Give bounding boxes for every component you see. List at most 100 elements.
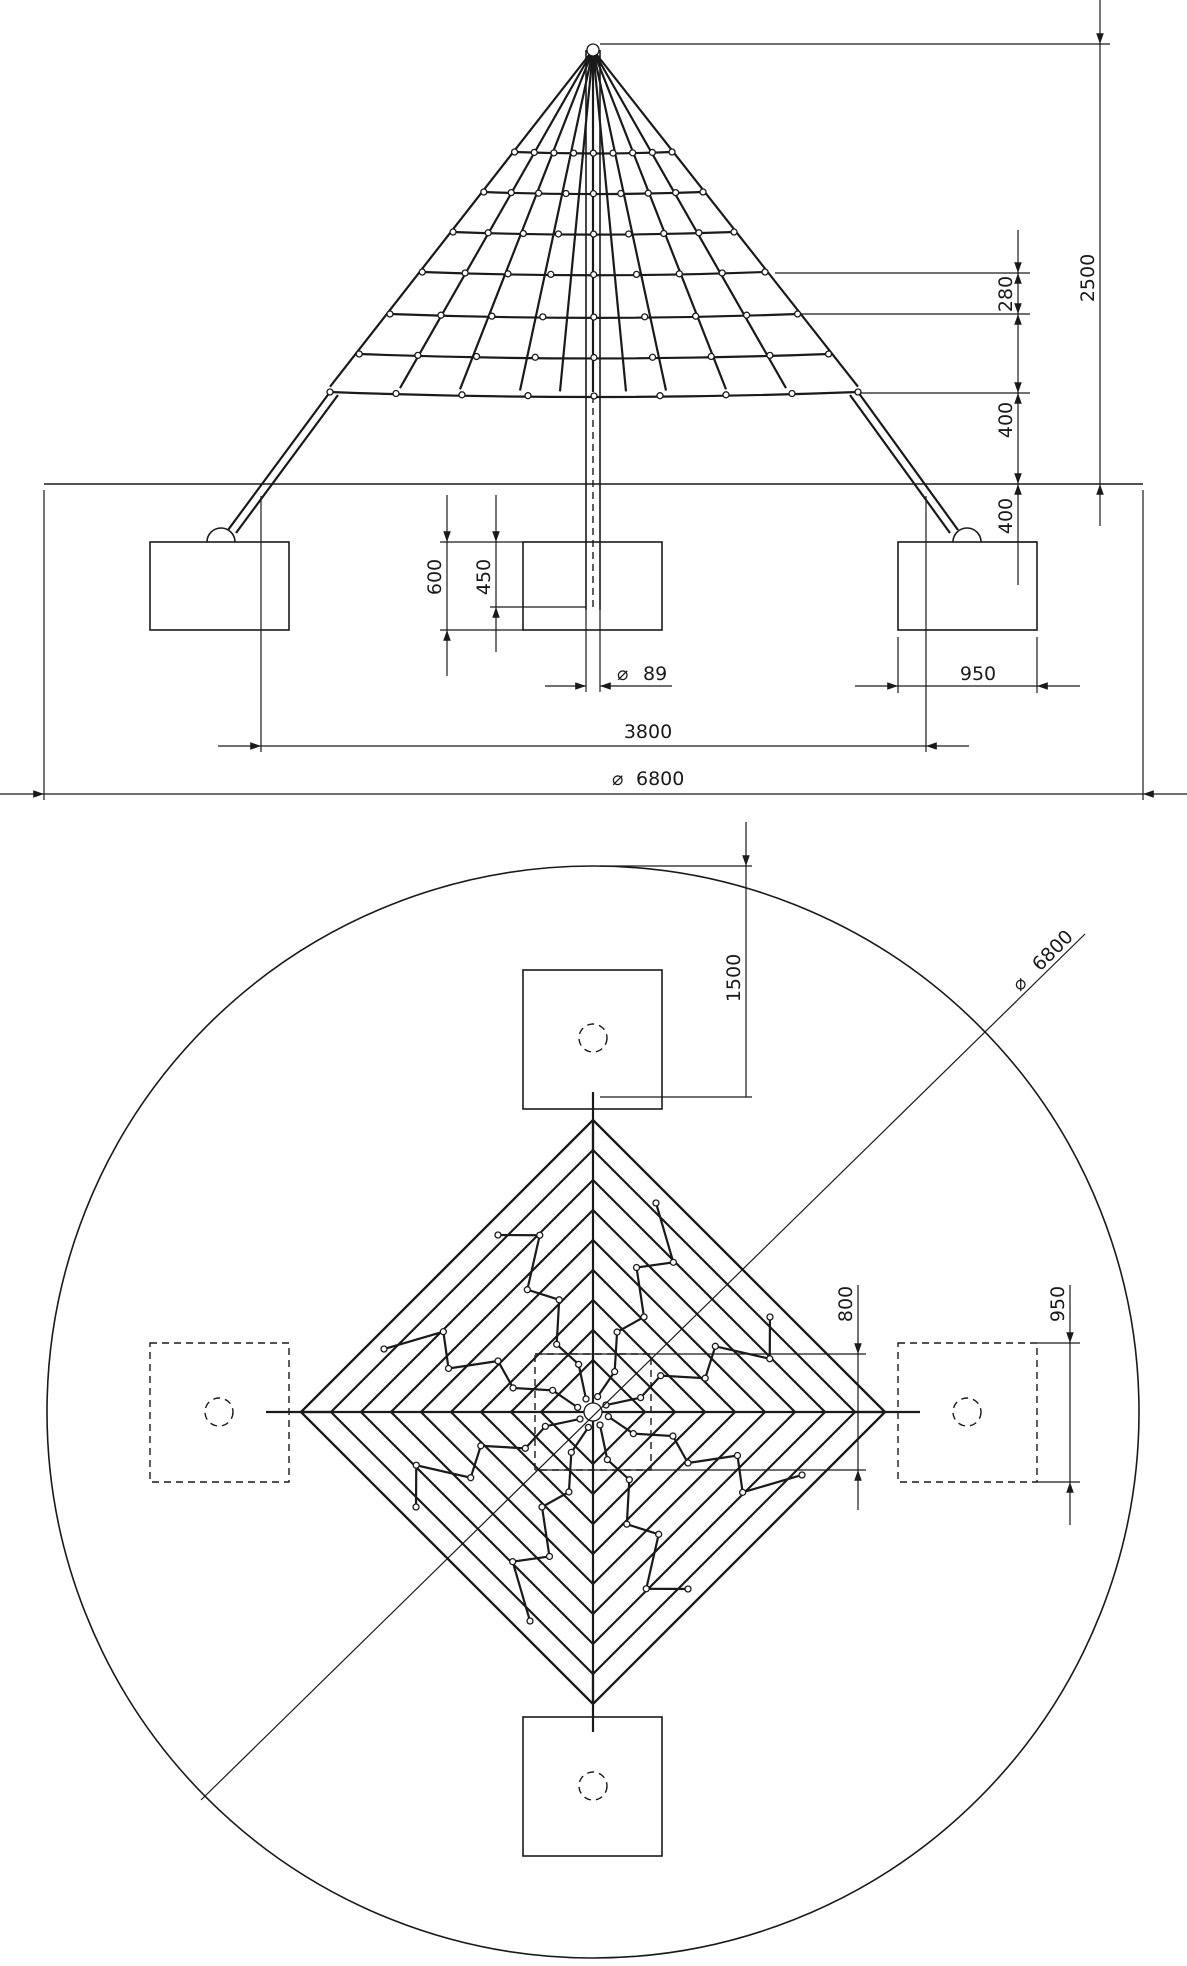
plan-net-knot <box>509 1384 517 1392</box>
net-knot <box>550 149 558 157</box>
net-knot <box>449 228 457 236</box>
plan-net-knot <box>477 1442 485 1450</box>
net-knot <box>824 350 833 358</box>
net-radial-strand <box>399 49 594 389</box>
net-knot <box>437 311 445 319</box>
net-knot <box>458 391 466 399</box>
net-knot <box>539 313 547 321</box>
anchor-left <box>206 527 236 543</box>
footing-center-right <box>952 1397 982 1427</box>
dim-footing-depth: 600 450 <box>424 495 586 676</box>
footing-center-bottom <box>578 1771 608 1801</box>
safety-zone-circle <box>46 865 1140 1959</box>
plan-rope-net <box>299 1118 887 1706</box>
plan-net-knot <box>467 1474 475 1482</box>
plan-net-knot <box>439 1328 447 1336</box>
plan-diameter-label: 6800 <box>1028 926 1078 976</box>
dim-footing-offset: 1500 <box>600 822 752 1098</box>
dim-anchor-span: 3800 <box>218 496 969 752</box>
dim-footing-offset-label: 1500 <box>723 954 745 1002</box>
net-knot <box>461 269 469 277</box>
net-knot <box>326 388 334 396</box>
dim-post-diameter-label: 89 <box>643 663 667 685</box>
plan-net-knot <box>766 1313 774 1321</box>
net-knot <box>641 313 649 321</box>
net-knot <box>742 311 751 319</box>
dim-post-embed-label: 450 <box>473 559 495 595</box>
dim-spacing-bottom-label: 400 <box>995 498 1017 534</box>
plan-net-knot <box>684 1459 692 1467</box>
net-knot <box>554 230 563 238</box>
plan-footing-bottom <box>522 1716 663 1857</box>
net-knot <box>590 392 598 400</box>
plan-view: ⌀ 6800 1500 800 950 <box>46 822 1140 1959</box>
net-knot <box>793 310 802 318</box>
plan-net-knot <box>629 1430 637 1438</box>
dim-anchor-span-label: 3800 <box>624 721 672 743</box>
net-knot <box>472 352 481 361</box>
net-knot <box>484 229 492 237</box>
net-knot <box>392 389 400 398</box>
dim-post-diameter: ⌀ 89 <box>545 610 672 692</box>
net-knot <box>617 189 625 198</box>
net-knot <box>675 270 683 278</box>
net-knot <box>671 188 680 197</box>
plan-net-knot <box>798 1471 806 1479</box>
dim-overall-diameter-elevation: ⌀ 6800 <box>0 490 1187 800</box>
net-knot <box>488 312 496 320</box>
footing-center-left <box>204 1397 234 1427</box>
net-knot <box>644 189 652 197</box>
net-knot <box>632 270 641 279</box>
net-knot <box>692 312 700 320</box>
net-radial-strand <box>591 49 728 390</box>
plan-net-knot <box>584 1423 593 1432</box>
net-knot <box>589 190 598 198</box>
dim-footing-width-label: 950 <box>960 663 996 685</box>
dim-spacing-mid-label: 400 <box>995 402 1017 438</box>
dim-plan-footing-size: 950 <box>1037 1285 1080 1525</box>
net-knot <box>609 149 617 157</box>
plan-net-knot <box>711 1342 719 1350</box>
dim-footing-depth-label: 600 <box>424 559 446 595</box>
plan-net-knot <box>602 1401 610 1409</box>
plan-net-knot <box>625 1476 633 1484</box>
plan-net-knot <box>555 1296 563 1304</box>
net-knot <box>507 188 515 197</box>
central-post <box>585 50 601 610</box>
plan-net-knot <box>523 1286 531 1294</box>
net-knot <box>722 391 730 399</box>
net-knot <box>547 270 555 279</box>
plan-net-knot <box>494 1357 502 1365</box>
plan-net-knot <box>526 1617 534 1625</box>
plan-net-knot <box>640 1313 648 1321</box>
dim-spacing-top-label: 280 <box>995 276 1017 312</box>
dim-inner-square-label: 800 <box>835 1286 857 1322</box>
plan-net-knot <box>412 1461 420 1469</box>
plan-net-knot <box>733 1451 742 1460</box>
net-knot <box>761 268 769 276</box>
net-knot <box>854 388 862 396</box>
net-knot <box>531 353 539 361</box>
net-knot <box>625 230 633 238</box>
plan-net-knot <box>766 1355 774 1363</box>
net-knot <box>660 229 668 238</box>
guy-ropes <box>227 391 959 534</box>
net-knot <box>589 149 597 157</box>
apex-cap <box>586 43 600 57</box>
plan-net-knot <box>565 1488 573 1496</box>
net-knot <box>718 269 726 277</box>
plan-net-knot <box>412 1503 420 1511</box>
net-knot <box>589 270 598 279</box>
plan-net-knot <box>567 1448 575 1456</box>
plan-net-knot <box>611 1368 619 1376</box>
plan-diameter-symbol: ⌀ <box>1008 972 1032 996</box>
plan-net-knot <box>669 1432 677 1440</box>
plan-diameter-line <box>200 933 1086 1801</box>
net-radial-strand <box>518 49 595 391</box>
plan-net-knot <box>573 1403 582 1412</box>
net-knot <box>699 188 707 196</box>
footing-right <box>897 541 1038 631</box>
net-knot <box>530 148 538 157</box>
net-knot <box>668 148 676 156</box>
